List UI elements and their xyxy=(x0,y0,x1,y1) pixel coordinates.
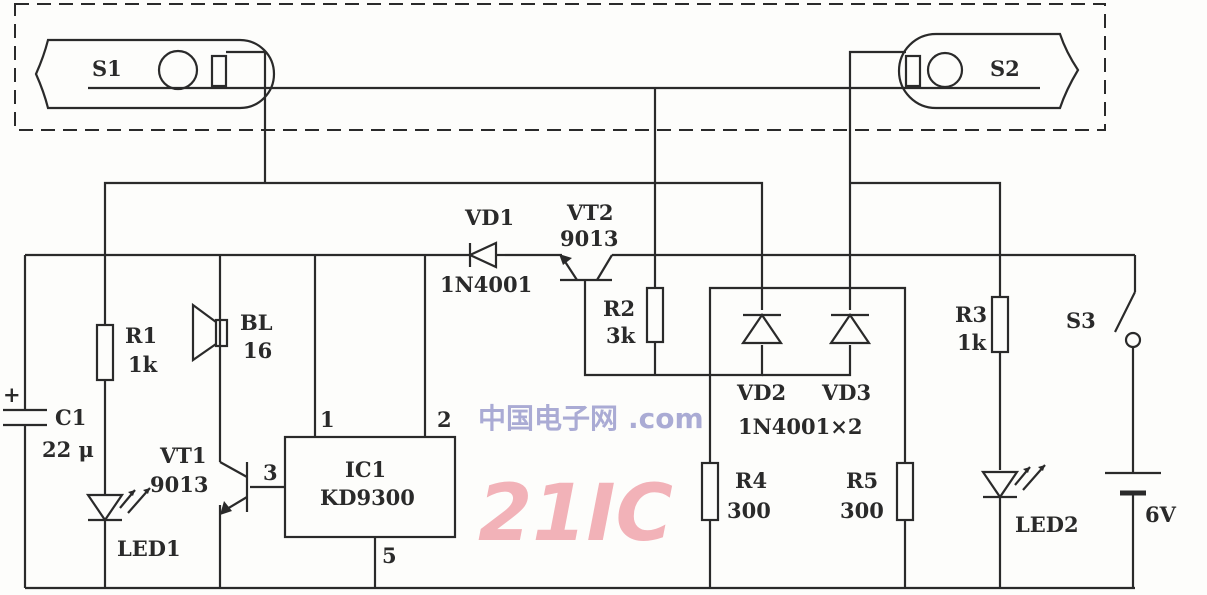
r4-label: R4 xyxy=(735,468,767,493)
resistor-r5: R5 300 xyxy=(840,461,915,523)
r5-label: R5 xyxy=(846,468,878,493)
r5-value: 300 xyxy=(840,498,884,523)
r3-value: 1k xyxy=(957,330,987,355)
r1-label: R1 xyxy=(125,323,157,348)
bl-value: 16 xyxy=(243,338,272,363)
s1-label: S1 xyxy=(92,56,122,81)
resistor-r1: R1 1k xyxy=(95,323,158,382)
vt1-value: 9013 xyxy=(150,472,208,497)
c1-polarity: + xyxy=(3,382,21,407)
watermark: 中国电子网 .com 21IC xyxy=(478,402,704,559)
ic1-label: IC1 xyxy=(345,457,386,482)
watermark-domain: .com xyxy=(628,402,704,435)
reed-switch-s2: S2 xyxy=(848,32,1080,310)
vd1-label: VD1 xyxy=(464,205,514,230)
vt1-label: VT1 xyxy=(159,443,207,468)
sensor-enclosure xyxy=(14,3,1106,131)
battery-6v: 6V xyxy=(1105,471,1177,527)
vt2-label: VT2 xyxy=(566,200,614,225)
r4-value: 300 xyxy=(727,498,771,523)
vd2-vd3-value: 1N4001×2 xyxy=(738,414,862,439)
s3-label: S3 xyxy=(1066,308,1096,333)
vd3-label: VD3 xyxy=(821,380,871,405)
r2-label: R2 xyxy=(603,296,635,321)
led1: LED1 xyxy=(85,487,181,561)
transistor-vt1: VT1 9013 xyxy=(150,443,249,515)
switch-s3[interactable]: S3 xyxy=(1066,291,1142,349)
reed-switch-s1: S1 xyxy=(34,38,1040,183)
watermark-sub: 中国电子网 xyxy=(478,402,618,435)
ic1-value: KD9300 xyxy=(320,485,415,510)
led2-label: LED2 xyxy=(1015,512,1079,537)
wires xyxy=(23,88,1137,590)
led1-label: LED1 xyxy=(117,536,181,561)
resistor-r2: R2 3k xyxy=(603,286,665,348)
diode-vd3: VD3 xyxy=(821,313,871,405)
ic1-pin-3: 3 xyxy=(263,460,278,485)
bl-label: BL xyxy=(240,310,273,335)
resistor-r3: R3 1k xyxy=(955,295,1010,355)
led2: LED2 xyxy=(980,464,1079,537)
r3-label: R3 xyxy=(955,302,987,327)
diode-vd1: VD1 1N4001 xyxy=(440,205,532,297)
resistor-r4: R4 300 xyxy=(700,461,771,523)
ic1-pin-2: 2 xyxy=(437,407,452,432)
s2-label: S2 xyxy=(990,56,1020,81)
ic1: IC1 KD9300 1 2 3 5 xyxy=(263,407,457,568)
battery-label: 6V xyxy=(1145,502,1177,527)
speaker-bl: BL 16 xyxy=(191,302,273,363)
transistor-vt2: VT2 9013 xyxy=(559,200,618,282)
r2-value: 3k xyxy=(606,323,636,348)
c1-label: C1 xyxy=(55,405,86,430)
vd1-value: 1N4001 xyxy=(440,272,532,297)
c1-value: 22 μ xyxy=(42,437,94,462)
r1-value: 1k xyxy=(128,352,158,377)
vd2-label: VD2 xyxy=(736,380,786,405)
ic1-pin-5: 5 xyxy=(382,543,397,568)
vt2-value: 9013 xyxy=(560,226,618,251)
diode-vd2: VD2 xyxy=(736,313,786,405)
capacitor-c1: + C1 22 μ xyxy=(3,382,94,462)
watermark-main: 21IC xyxy=(478,469,673,559)
ic1-pin-1: 1 xyxy=(320,407,335,432)
